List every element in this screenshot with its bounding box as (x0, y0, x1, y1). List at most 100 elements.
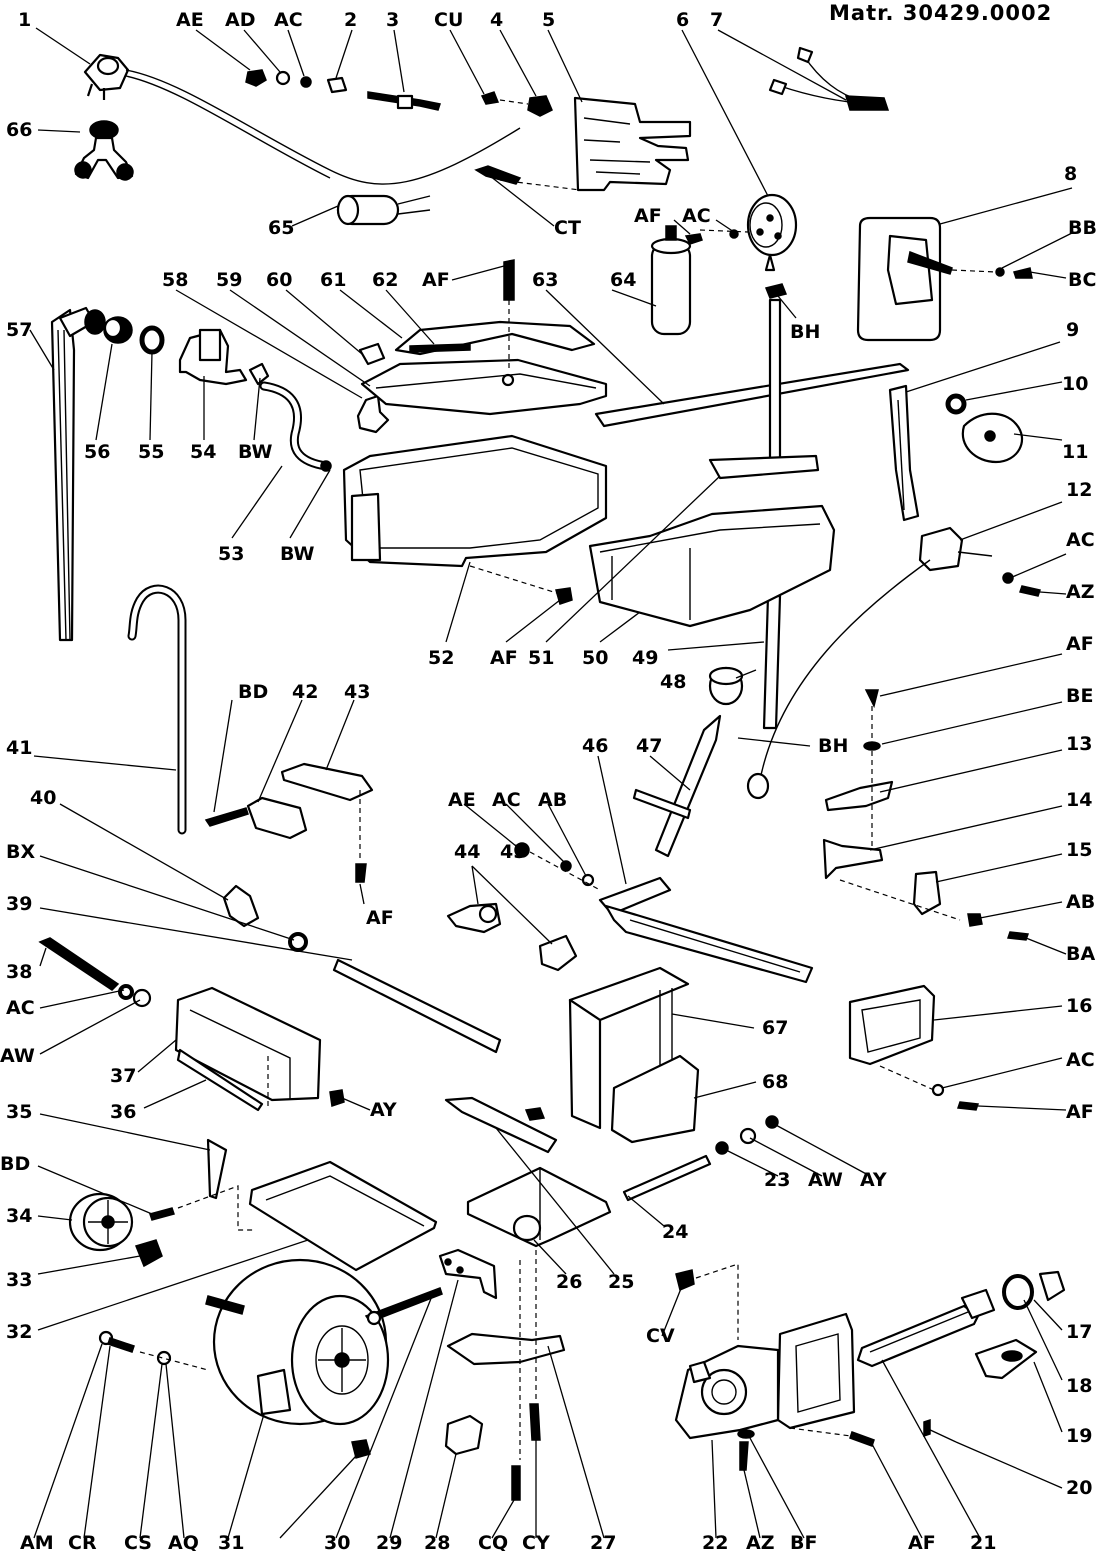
part-12-hose (746, 526, 1041, 800)
callout-label-39: 39 (6, 893, 32, 915)
callout-label-41: 41 (6, 737, 32, 759)
callout-label-cs: CS (124, 1532, 152, 1551)
callout-label-cy: CY (522, 1532, 550, 1551)
callout-label-37: 37 (110, 1065, 136, 1087)
callout-label-47: 47 (636, 735, 662, 757)
callout-label-55: 55 (138, 441, 164, 463)
part-28-block (444, 1414, 484, 1456)
part-25-26-hinge (444, 1096, 612, 1248)
callout-label-bd2: BD (0, 1153, 30, 1175)
part-65-capacitor (336, 194, 431, 226)
callout-label-21: 21 (970, 1532, 996, 1551)
callout-label-9: 9 (1066, 319, 1079, 341)
callout-label-bh1: BH (790, 321, 820, 343)
callout-label-31: 31 (218, 1532, 244, 1551)
callout-label-25: 25 (608, 1271, 634, 1293)
callout-label-58: 58 (162, 269, 188, 291)
callout-label-af4: AF (1066, 633, 1094, 655)
callout-label-64: 64 (610, 269, 636, 291)
callout-label-ad1: AD (225, 9, 255, 31)
part-55-ring (139, 325, 165, 355)
callout-label-26: 26 (556, 1271, 582, 1293)
callout-label-49: 49 (632, 647, 658, 669)
callout-label-15: 15 (1066, 839, 1092, 861)
callout-label-am: AM (20, 1532, 54, 1551)
callout-label-bw1: BW (238, 441, 272, 463)
part-8-timer (856, 216, 1033, 342)
callout-label-af3: AF (490, 647, 518, 669)
part-6-pressure-switch (684, 193, 798, 272)
part-16-door-lock (848, 984, 980, 1111)
callout-label-33: 33 (6, 1269, 32, 1291)
callout-label-13: 13 (1066, 733, 1092, 755)
callout-label-aq: AQ (168, 1532, 199, 1551)
callout-label-2: 2 (344, 9, 357, 31)
callout-label-30: 30 (324, 1532, 350, 1551)
callout-label-12: 12 (1066, 479, 1092, 501)
part-50-51-detergent-drawer (588, 454, 836, 628)
part-37-36-bracket (174, 986, 345, 1112)
part-30-bolt (364, 1287, 443, 1326)
callout-label-40: 40 (30, 787, 56, 809)
callout-label-cq: CQ (478, 1532, 508, 1551)
callout-label-aw2: AW (808, 1169, 843, 1191)
callout-label-ae1: AE (176, 9, 204, 31)
callout-label-34: 34 (6, 1205, 32, 1227)
drawing-number: Matr. 30429.0002 (829, 1, 1052, 25)
callout-label-cr: CR (68, 1532, 97, 1551)
callout-label-bh2: BH (818, 735, 848, 757)
part-53-hose (259, 381, 331, 471)
callout-label-66: 66 (6, 119, 32, 141)
part-63-rail (594, 362, 910, 428)
callout-label-ae2: AE (448, 789, 476, 811)
callout-label-bw2: BW (280, 543, 314, 565)
part-60-61-62-clips (358, 259, 596, 370)
part-48-bushing (708, 666, 744, 706)
callout-label-61: 61 (320, 269, 346, 291)
part-40-39-bx (222, 884, 502, 1054)
part-33-brush (134, 1239, 163, 1268)
part-5-switch-bracket (499, 96, 692, 192)
callout-label-29: 29 (376, 1532, 402, 1551)
callout-label-aw1: AW (0, 1045, 35, 1067)
callout-label-ab2: AB (1066, 891, 1095, 913)
leader-lines (29, 27, 1075, 1539)
callout-label-af1: AF (634, 205, 662, 227)
callout-label-5: 5 (542, 9, 555, 31)
callout-label-56: 56 (84, 441, 110, 463)
callout-label-63: 63 (532, 269, 558, 291)
callout-label-be: BE (1066, 685, 1093, 707)
callout-label-68: 68 (762, 1071, 788, 1093)
part-labels: Matr. 30429.0002 (829, 1, 1052, 25)
callout-label-38: 38 (6, 961, 32, 983)
callout-label-20: 20 (1066, 1477, 1092, 1499)
callout-label-bx: BX (6, 841, 35, 863)
callout-label-14: 14 (1066, 789, 1092, 811)
callout-label-bd1: BD (238, 681, 268, 703)
callout-label-az1: AZ (1066, 581, 1094, 603)
callout-label-23: 23 (764, 1169, 790, 1191)
part-am-cr-screw (98, 1330, 209, 1371)
part-47-tool (632, 714, 722, 858)
part-38-rod (38, 937, 152, 1008)
callout-label-ay1: AY (370, 1099, 397, 1121)
callout-label-51: 51 (528, 647, 554, 669)
part-ct-screw (474, 165, 522, 185)
callout-label-44: 44 (454, 841, 480, 863)
callout-label-ba: BA (1066, 943, 1095, 965)
part-21-element (856, 1288, 996, 1368)
callout-label-16: 16 (1066, 995, 1092, 1017)
part-46-heater (514, 842, 814, 984)
callout-label-42: 42 (292, 681, 318, 703)
callout-label-af7: AF (908, 1532, 936, 1551)
part-22-pump (674, 1312, 875, 1471)
part-31-motor (205, 1258, 390, 1459)
callout-label-az2: AZ (746, 1532, 774, 1551)
callout-label-62: 62 (372, 269, 398, 291)
callout-label-af5: AF (366, 907, 394, 929)
callout-label-60: 60 (266, 269, 292, 291)
callout-label-35: 35 (6, 1101, 32, 1123)
callout-label-24: 24 (662, 1221, 688, 1243)
callout-label-bc: BC (1068, 269, 1096, 291)
